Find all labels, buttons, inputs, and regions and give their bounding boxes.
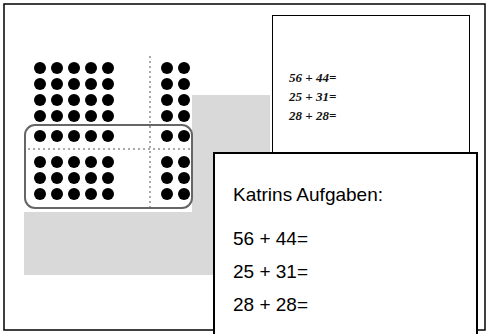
dot — [68, 156, 80, 168]
dot — [102, 78, 114, 90]
dot — [34, 94, 46, 106]
dot — [178, 62, 190, 74]
dot — [85, 156, 97, 168]
dot — [85, 130, 97, 142]
dot — [68, 78, 80, 90]
handwritten-task: 25 + 31= — [289, 87, 459, 106]
handwritten-task: 56 + 44= — [289, 68, 459, 87]
dot — [161, 110, 173, 122]
dot — [51, 156, 63, 168]
dot — [34, 188, 46, 200]
handwritten-task: 28 + 28= — [289, 106, 459, 125]
dot — [102, 172, 114, 184]
task-text: 56 + 44= — [233, 222, 458, 255]
dot — [178, 110, 190, 122]
dot — [102, 62, 114, 74]
dot-field-ground — [24, 55, 192, 212]
task-card: Katrins Aufgaben: 56 + 44=25 + 31=28 + 28… — [213, 152, 478, 334]
divider-line — [150, 56, 151, 208]
circled-group — [25, 125, 192, 208]
dot — [51, 172, 63, 184]
dot — [102, 110, 114, 122]
dot — [51, 62, 63, 74]
dot — [51, 94, 63, 106]
dot — [34, 110, 46, 122]
dot — [161, 156, 173, 168]
dot — [161, 172, 173, 184]
dot — [102, 156, 114, 168]
dot — [85, 188, 97, 200]
divider-line — [28, 149, 192, 150]
dot — [85, 172, 97, 184]
dot — [178, 130, 190, 142]
dot — [34, 156, 46, 168]
dot — [161, 130, 173, 142]
dot — [68, 188, 80, 200]
dot — [68, 62, 80, 74]
dot — [102, 130, 114, 142]
dot — [34, 172, 46, 184]
dot — [85, 110, 97, 122]
task-text: Katrins Aufgaben: — [233, 178, 458, 211]
dot — [161, 78, 173, 90]
dot — [34, 130, 46, 142]
dot — [68, 94, 80, 106]
dot — [68, 110, 80, 122]
task-text: 28 + 28= — [233, 288, 458, 321]
task-text: 25 + 31= — [233, 255, 458, 288]
dot — [161, 188, 173, 200]
dot — [178, 94, 190, 106]
dot — [51, 130, 63, 142]
dot — [178, 188, 190, 200]
dot — [51, 78, 63, 90]
dot — [178, 172, 190, 184]
dot-field — [34, 62, 190, 200]
dot — [68, 172, 80, 184]
dot — [102, 188, 114, 200]
dot — [178, 78, 190, 90]
dot — [34, 62, 46, 74]
dot — [34, 78, 46, 90]
dot — [51, 110, 63, 122]
dot — [85, 78, 97, 90]
dot — [102, 94, 114, 106]
dot — [178, 156, 190, 168]
dot — [161, 62, 173, 74]
dot — [51, 188, 63, 200]
dot — [161, 94, 173, 106]
dot — [85, 94, 97, 106]
dot — [68, 130, 80, 142]
dot — [85, 62, 97, 74]
